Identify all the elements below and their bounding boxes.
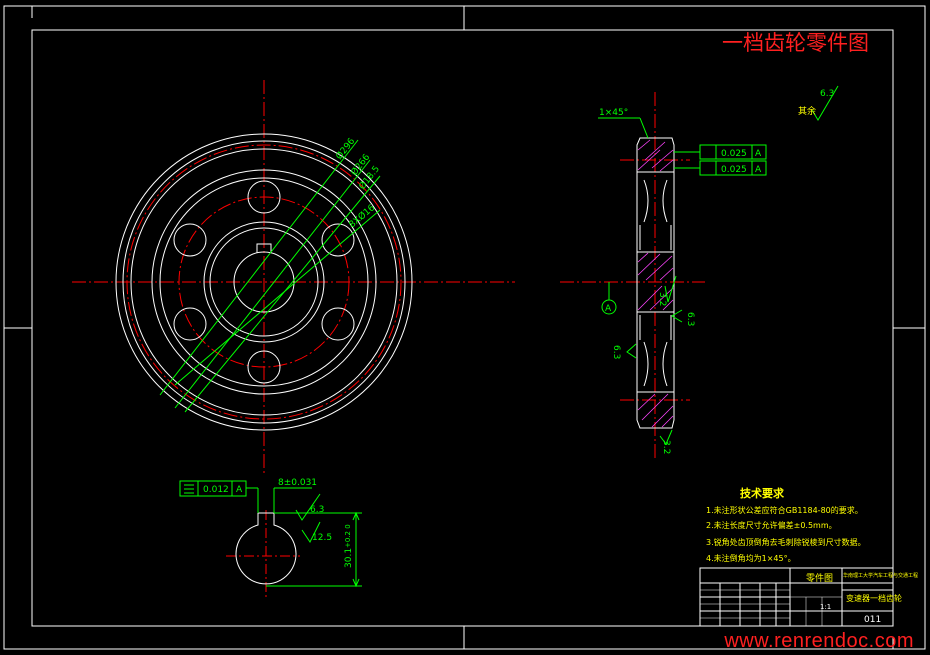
datum-marker-label: A [605, 304, 612, 314]
runout-tol-2: 0.025 [721, 165, 747, 175]
section-hatch [637, 139, 674, 428]
tech-req-item-2: 2.未注长度尺寸允许偏差±0.5mm。 [706, 520, 837, 530]
keyway-width-dim-text: 8±0.031 [278, 478, 317, 488]
chamfer-note: 1×45° [599, 108, 628, 118]
runout-tol-1: 0.025 [721, 149, 747, 159]
runout-datum-1: A [755, 149, 762, 159]
lightening-holes [173, 180, 355, 384]
keyway-tol-value: 0.012 [203, 485, 229, 495]
drawing-title: 一档齿轮零件图 [722, 31, 869, 55]
keyway-rough-2: 12.5 [312, 533, 332, 543]
side-profile-lines [637, 171, 674, 393]
inner-frame [31, 29, 894, 627]
watermark: www.renrendoc.com [724, 630, 914, 652]
side-view: 1×45° 0.025 0.025 A A A 其余 6.3 3 [560, 85, 839, 460]
tech-req-heading: 技术要求 [740, 486, 785, 500]
keyway-height-dim [266, 511, 362, 588]
title-block-drawing-name: 变速器一档齿轮 [846, 593, 902, 603]
chamfer-leader-2 [639, 117, 649, 139]
keyway-bore [235, 512, 297, 585]
tech-requirements: 技术要求 1.未注形状公差应符合GB1184-80的要求。 2.未注长度尺寸允许… [706, 486, 866, 563]
runout-datum-2: A [755, 165, 762, 175]
rough-bottom: 3.2 [661, 440, 671, 454]
tech-req-item-1: 1.未注形状公差应符合GB1184-80的要求。 [706, 505, 863, 515]
rough-right: 6.3 [685, 312, 695, 326]
side-centerlines [560, 92, 705, 460]
title-block-scale: 1:1 [820, 603, 831, 611]
keyway-tol-frame [179, 480, 259, 513]
side-profile [636, 137, 675, 429]
rough-top: 6.3 [820, 89, 834, 99]
keyway-height-dim-text: 30.1 [344, 548, 354, 568]
keyway-height-tol-text: +0.2 0 [344, 524, 352, 548]
rough-mid: 3.2 [657, 292, 667, 306]
keyway-width-dim [273, 487, 312, 513]
keyway [256, 243, 272, 253]
rough-left: 6.3 [611, 345, 621, 359]
title-block-school: 华南理工大学汽车工程与交通工程 [843, 572, 918, 579]
title-block-part-name: 零件图 [806, 572, 833, 584]
runout-frames [674, 144, 767, 176]
front-view: Ø296 Ø266 Ø18.5 8XØ16 [72, 80, 515, 475]
keyway-rough-1: 6.3 [310, 505, 324, 515]
outer-border [3, 5, 926, 650]
tech-req-item-4: 4.未注倒角均为1×45°。 [706, 553, 796, 563]
diameter-leaders [159, 139, 381, 413]
keyway-tol-datum: A [236, 485, 243, 495]
centering-marks [4, 6, 925, 649]
title-block-sheet-no: 011 [864, 615, 881, 625]
keyway-view: 0.012 A 8±0.031 6.3 12.5 30.1 +0.2 0 [179, 478, 362, 600]
hole-pattern-circle [178, 196, 350, 368]
title-block [699, 567, 894, 627]
tech-req-item-3: 3.锐角处齿顶倒角去毛刺除锐棱到尺寸数据。 [706, 537, 866, 547]
gear-outline [115, 133, 413, 431]
pitch-circle [126, 144, 402, 420]
roughness-symbols [626, 85, 839, 445]
rough-label: 其余 [798, 105, 816, 117]
